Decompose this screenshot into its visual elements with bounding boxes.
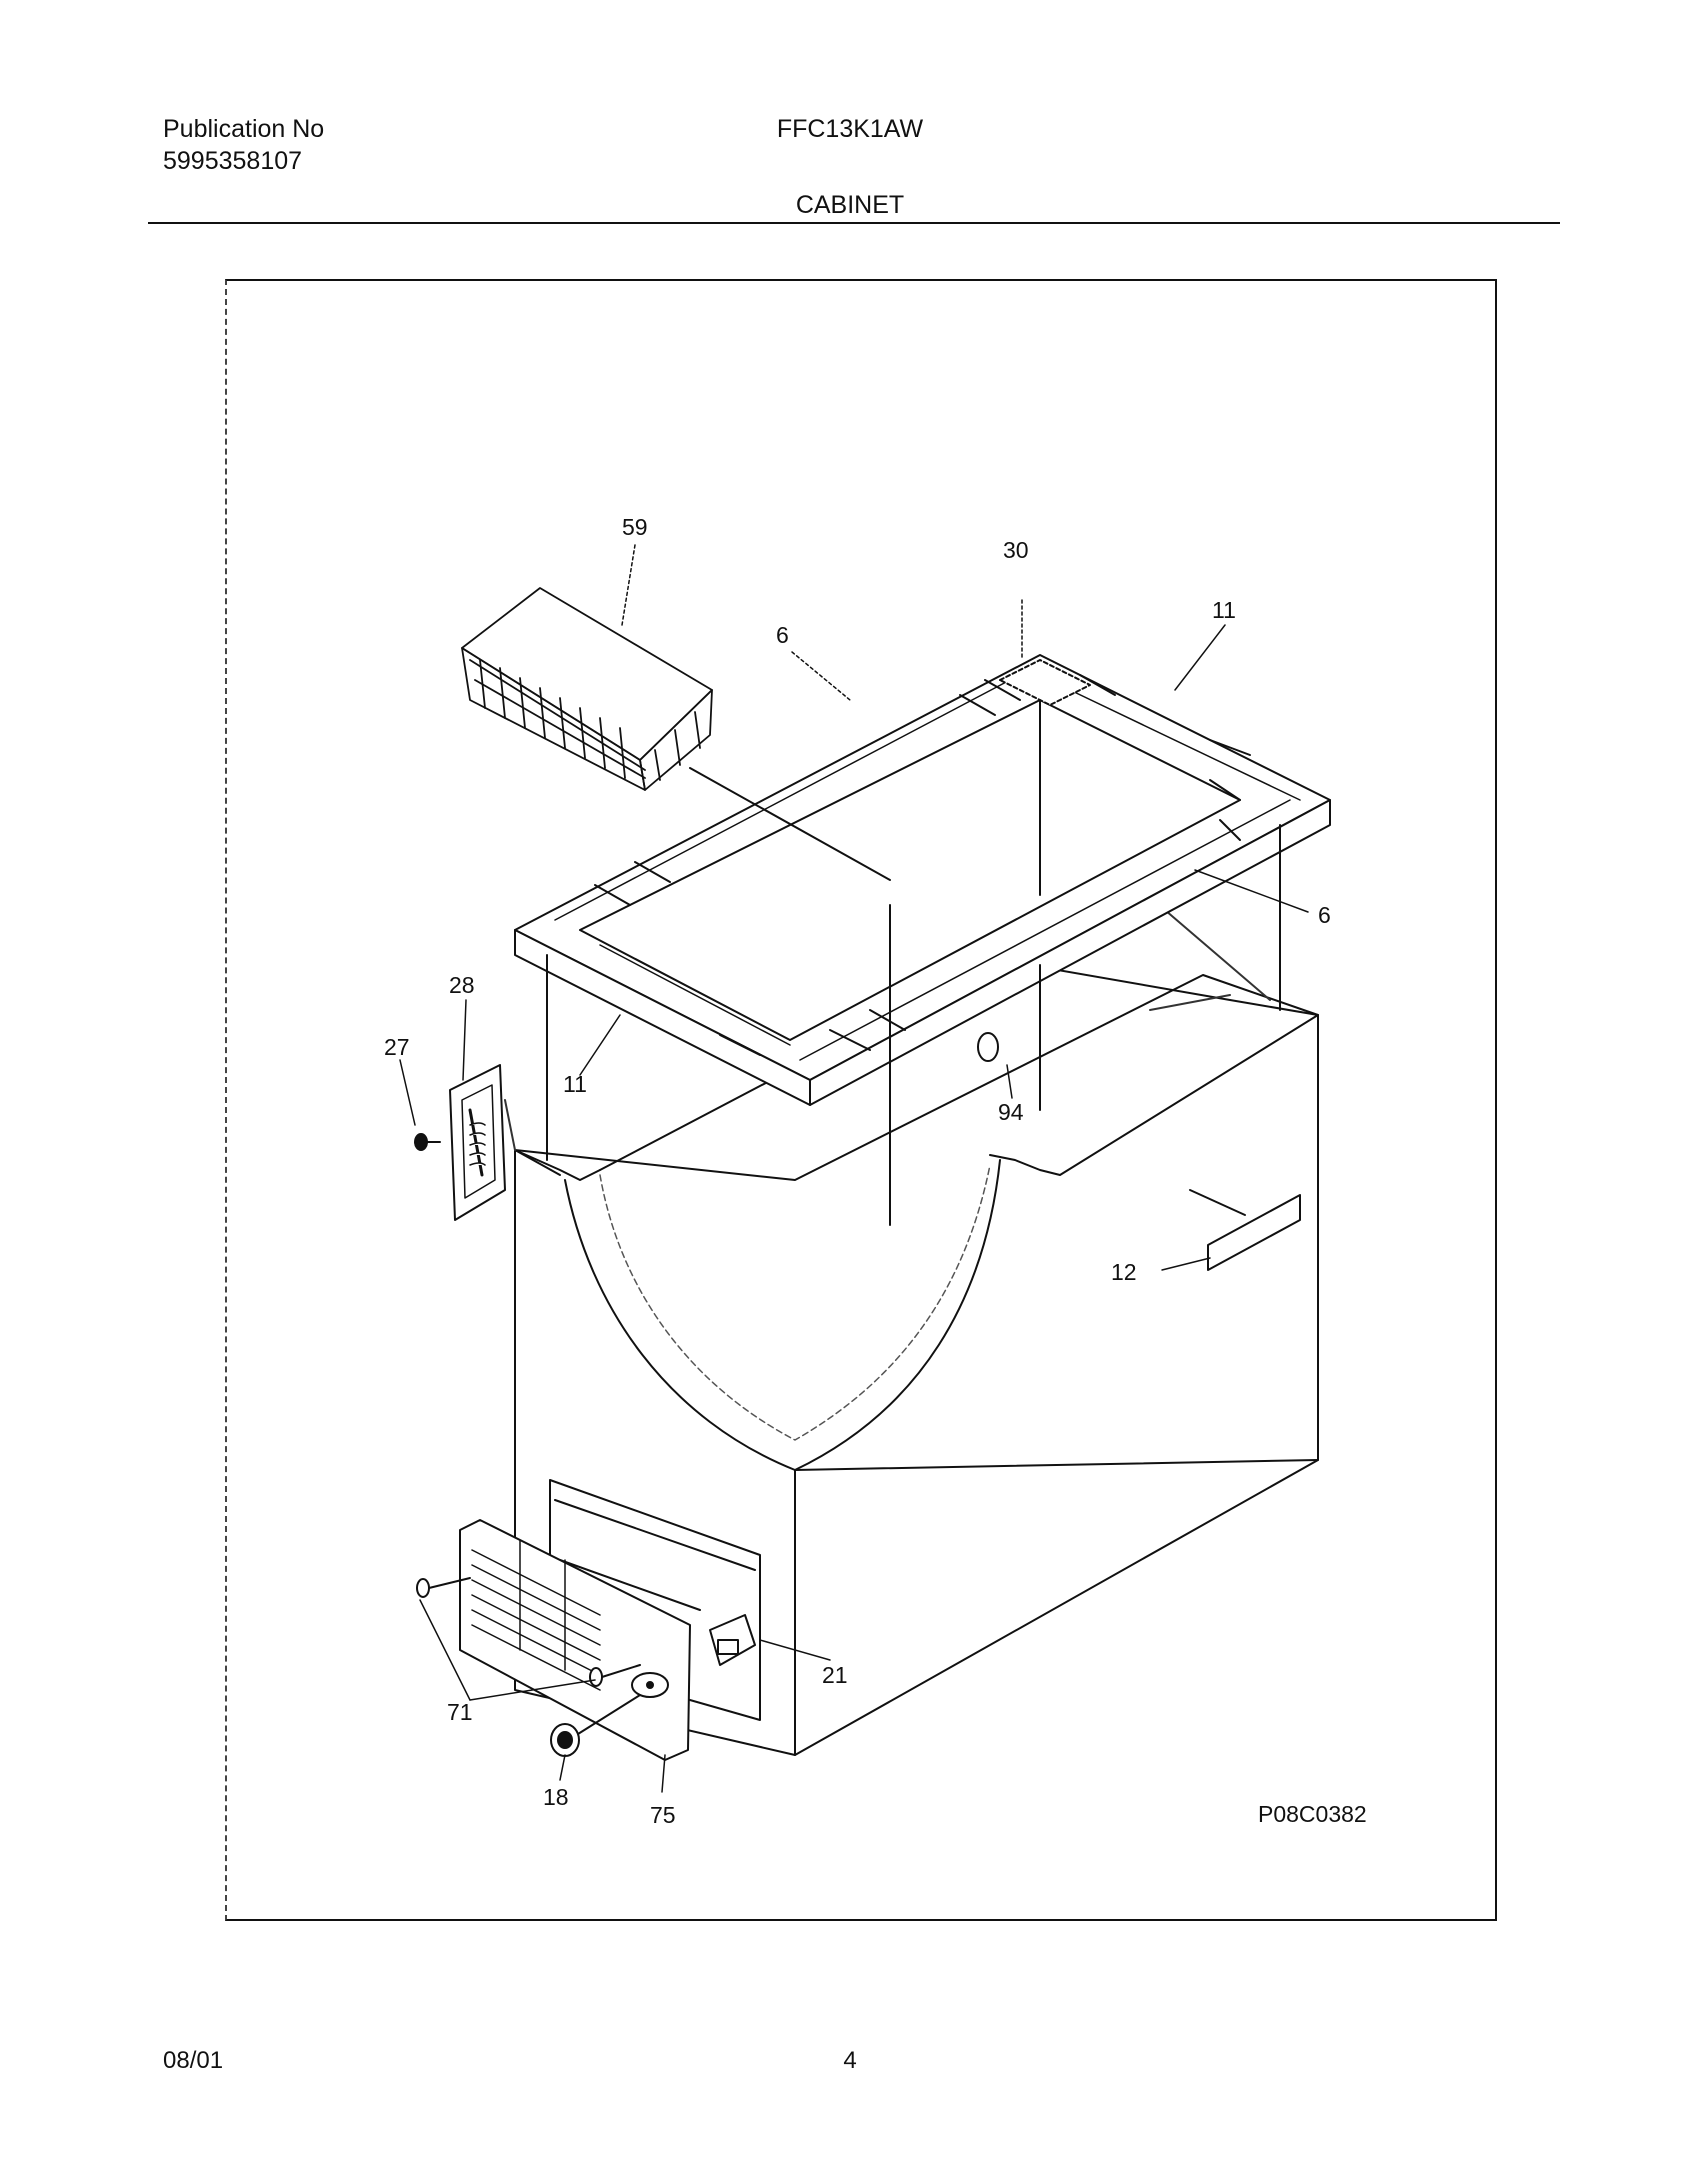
callout-11-left: 11 xyxy=(563,1071,587,1097)
callout-71: 71 xyxy=(447,1699,473,1725)
model-number: FFC13K1AW xyxy=(776,115,924,143)
callout-28: 28 xyxy=(449,972,475,998)
plug xyxy=(977,1032,999,1062)
grille-knob xyxy=(550,1694,641,1757)
page-number: 4 xyxy=(843,2047,857,2074)
callout-18: 18 xyxy=(543,1784,569,1810)
callout-6-top: 6 xyxy=(776,622,789,648)
callout-12: 12 xyxy=(1111,1259,1137,1285)
callout-6-right: 6 xyxy=(1318,902,1331,928)
section-title: CABINET xyxy=(795,191,905,219)
hinge-screw xyxy=(414,1133,441,1151)
nameplate xyxy=(1207,1194,1301,1271)
wire-basket xyxy=(461,587,713,791)
header-rule xyxy=(148,222,1560,224)
callout-labels: 59 30 6 11 6 28 27 11 94 12 21 71 18 75 … xyxy=(384,514,1367,1828)
footer-date: 08/01 xyxy=(163,2047,224,2074)
relay-overload xyxy=(709,1614,756,1666)
publication-label: Publication No xyxy=(163,115,325,143)
hinge xyxy=(449,1064,516,1221)
callout-75: 75 xyxy=(650,1802,676,1828)
assembly-lines xyxy=(546,699,1281,1226)
callout-59: 59 xyxy=(622,514,648,540)
callout-94: 94 xyxy=(998,1099,1024,1125)
leader-lines xyxy=(399,544,1309,1793)
callout-27: 27 xyxy=(384,1034,410,1060)
callout-21: 21 xyxy=(822,1662,848,1688)
grille-screws xyxy=(416,1577,641,1687)
callout-30: 30 xyxy=(1003,537,1029,563)
publication-number: 5995358107 xyxy=(163,147,303,175)
nameplate-guide xyxy=(1189,1189,1246,1216)
callout-11-top: 11 xyxy=(1212,597,1236,623)
diagram-frame xyxy=(225,279,1497,1921)
breaker-frame xyxy=(514,654,1331,1106)
figure-code: P08C0382 xyxy=(1258,1801,1367,1827)
